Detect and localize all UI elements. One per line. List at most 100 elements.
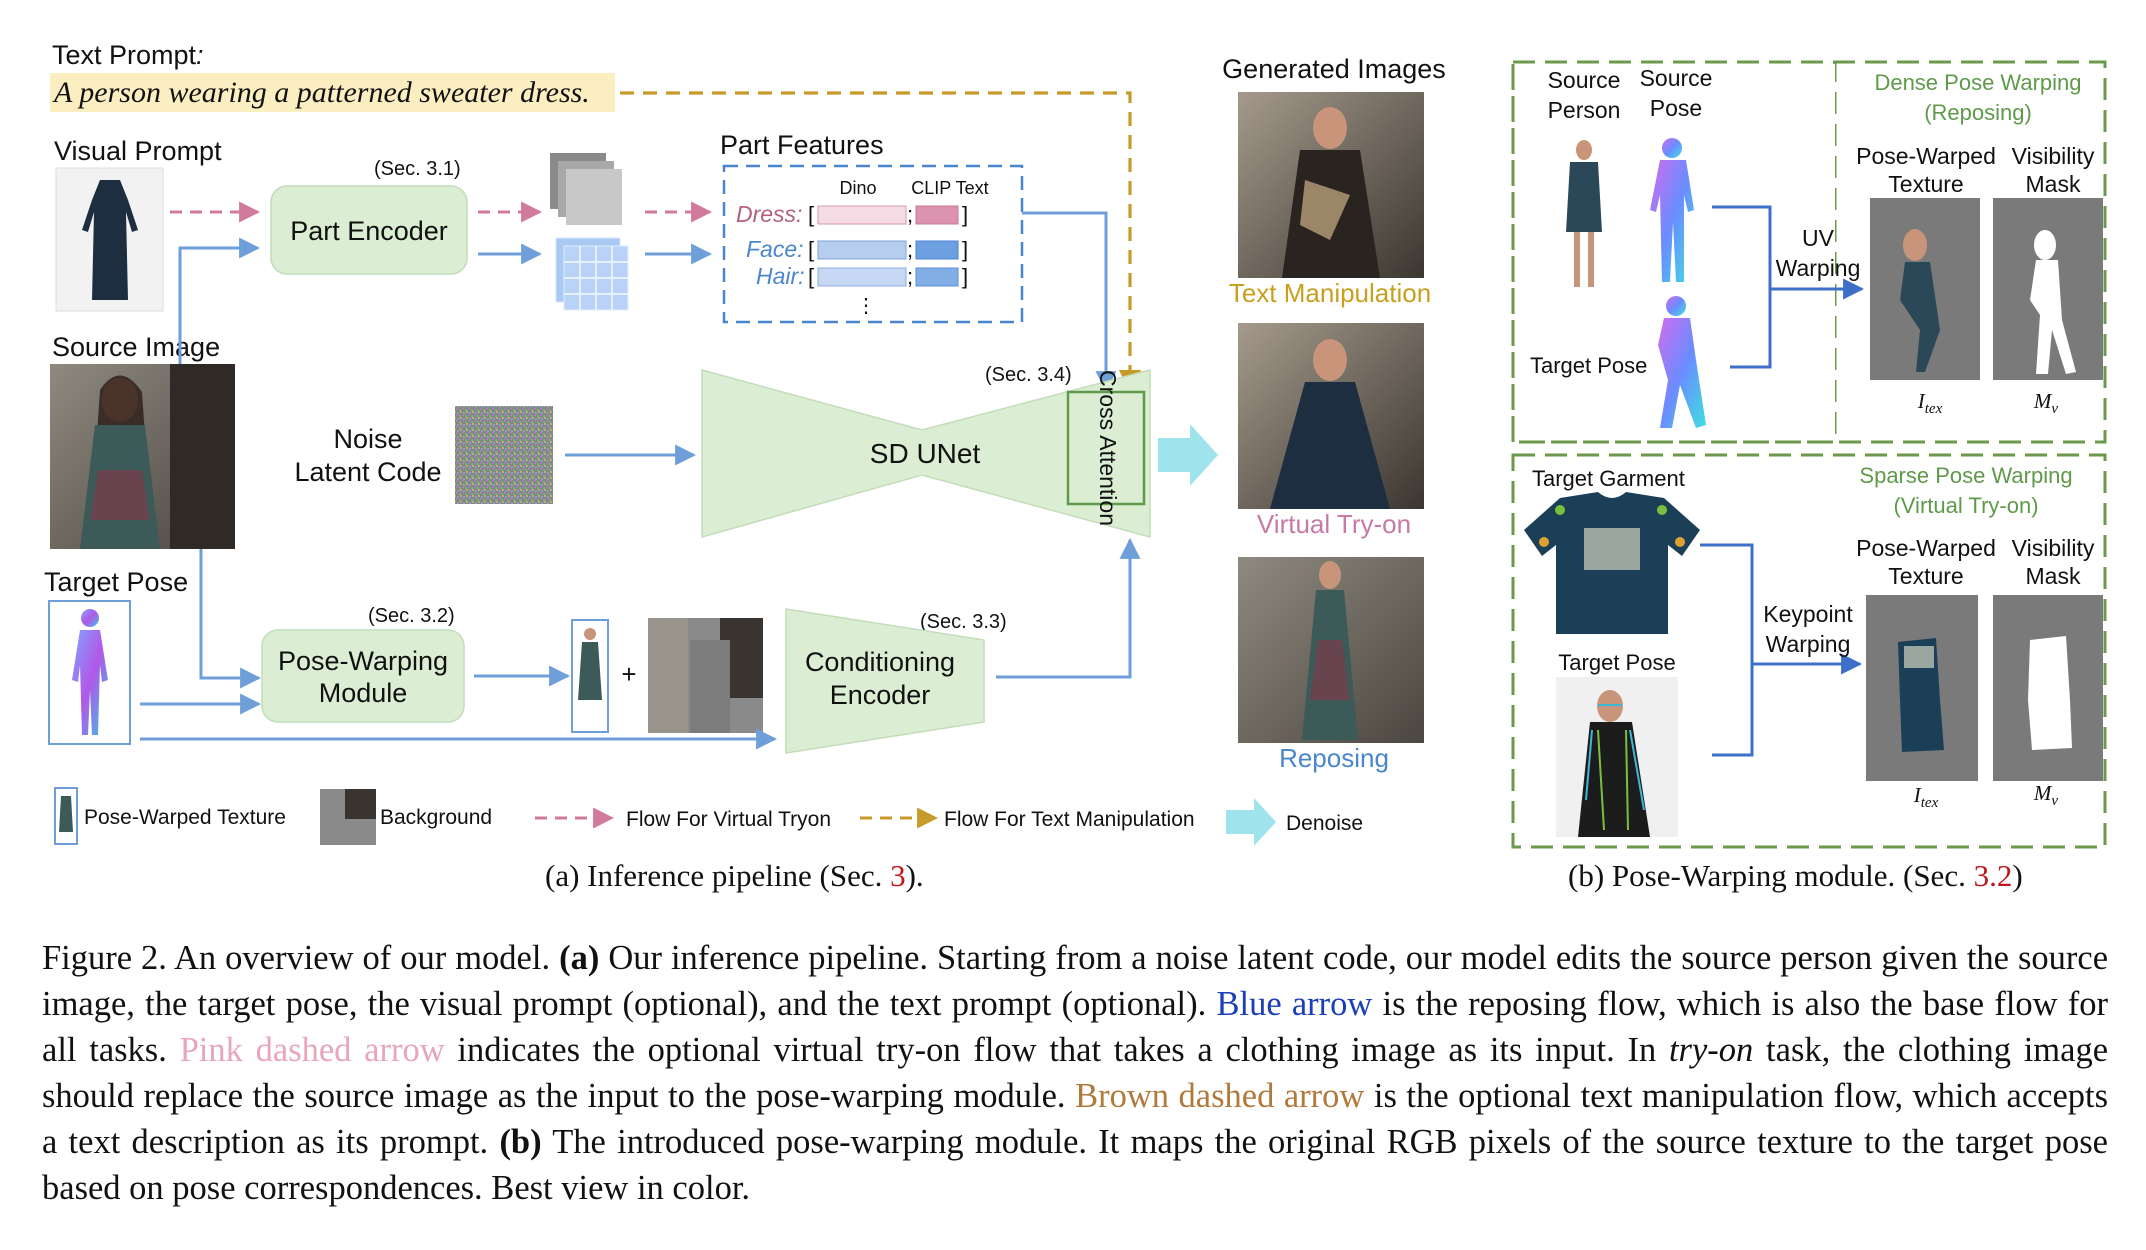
target-pose-label: Target Pose [44,567,188,597]
flow-features-to-attention [1022,211,1117,393]
generated-images-title: Generated Images [1222,54,1446,84]
generated-image-tryon [1238,323,1424,509]
generated-image-reposing [1238,557,1424,743]
subcaption-a-ref[interactable]: 3 [890,858,906,893]
row-face-label: Face: [746,236,804,262]
dense-pwt-2: Texture [1888,171,1963,197]
dense-source-person-2: Person [1548,97,1621,123]
uv-warping-2: Warping [1776,255,1861,281]
caption-pink-text: indicates the optional virtual try-on fl… [457,1031,1657,1069]
legend-denoise-label: Denoise [1286,812,1363,835]
row-hair-label: Hair: [756,263,805,289]
part-encoder-box [270,185,468,275]
dense-vm-2: Mask [2026,171,2081,197]
caption-b-text: The introduced pose-warping module. It m… [42,1123,2108,1207]
caption-blue-text: is the reposing flow, which is also the … [42,985,2108,1069]
sparse-title-2: (Virtual Try-on) [1893,493,2038,518]
dense-title-2: (Reposing) [1924,100,2032,125]
visual-prompt-image [55,167,164,312]
uv-warping-1: UV [1802,225,1835,251]
caption-b-label: (b) [499,1123,542,1161]
gen-text-manipulation-label: Text Manipulation [1229,278,1431,308]
col-clip: CLIP Text [911,178,988,198]
dense-title-1: Dense Pose Warping [1874,70,2081,95]
legend-background-icon [320,789,376,845]
pose-warped-texture-image [571,619,609,733]
unet-sec: (Sec. 3.4) [985,364,1072,386]
subcaption-a-end: ). [905,858,924,893]
unet-label: SD UNet [870,438,981,469]
pose-warping-label-1: Pose-Warping [278,646,448,676]
cond-enc-sec: (Sec. 3.3) [920,611,1007,633]
dense-source-person-1: Source [1548,67,1621,93]
sparse-pwt-1: Pose-Warped [1856,535,1996,561]
sparse-garment-image [1524,492,1700,634]
source-image [50,364,235,549]
dense-source-pose-2: Pose [1650,95,1702,121]
noise-latent-image [455,406,553,504]
keypoint-warping-1: Keypoint [1763,601,1853,627]
feature-vector-hair: [ ; ] [808,264,968,289]
svg-text:[: [ [808,237,814,262]
part-encoder-sec: (Sec. 3.1) [374,158,461,180]
dense-vm-1: Visibility [2012,143,2095,169]
sparse-itex-label: Itex [1913,783,1939,811]
svg-text:]: ] [962,202,968,227]
dense-target-pose-image [1658,296,1706,428]
cond-enc-label-2: Encoder [830,680,931,710]
sparse-target-pose-image [1556,677,1678,837]
svg-text:;: ; [907,237,913,262]
svg-text:;: ; [907,202,913,227]
dense-warped-texture-image [1870,198,1980,380]
dense-source-pose-1: Source [1640,65,1713,91]
legend-pose-warped-icon [54,787,78,845]
legend-background-label: Background [380,806,492,829]
legend-tryon-label: Flow For Virtual Tryon [626,808,831,831]
cross-attention-label: Cross Attention [1095,370,1121,526]
sparse-title-1: Sparse Pose Warping [1859,463,2072,488]
caption-tryon-italic: try-on [1668,1031,1754,1069]
denoise-arrow [1158,424,1218,486]
sparse-vm-2: Mask [2026,563,2081,589]
dense-pwt-1: Pose-Warped [1856,143,1996,169]
svg-text:;: ; [907,264,913,289]
subcaption-a: (a) Inference pipeline (Sec. 3). [545,858,924,894]
subcaption-b-ref[interactable]: 3.2 [1973,858,2013,893]
sparse-vm-1: Visibility [2012,535,2095,561]
dense-source-pose-image [1650,138,1694,282]
caption-a-text: Our inference pipeline. Starting from a … [42,939,2109,1023]
visual-prompt-label: Visual Prompt [54,136,222,166]
sparse-visibility-mask-image [1993,595,2103,781]
cond-enc-shape [785,608,985,754]
dense-bracket [1712,205,1772,369]
subcaption-b-text: (b) Pose-Warping module. (Sec. [1568,858,1966,893]
target-pose-image [48,600,131,745]
caption-tryon-text: task, the clothing image should replace … [42,1031,2109,1115]
dense-itex-label: Itex [1917,389,1943,417]
svg-text:[: [ [808,264,814,289]
text-prompt-value: A person wearing a patterned sweater dre… [52,76,590,109]
dense-target-pose-label: Target Pose [1530,353,1647,378]
sparse-target-pose-label: Target Pose [1558,650,1675,675]
generated-image-text [1238,92,1424,278]
caption-pink-arrow: Pink dashed arrow [179,1031,445,1069]
row-dress-label: Dress: [736,201,802,227]
legend-pose-warped-label: Pose-Warped Texture [84,806,286,829]
flow-blue-source-to-encoder [178,237,261,364]
legend-denoise-arrow [1226,798,1276,846]
row-ellipsis: ⋮ [856,295,876,317]
text-prompt-highlight [50,73,615,112]
caption-a-label: (a) [559,939,600,977]
dense-visibility-mask-image [1993,198,2103,380]
col-dino: Dino [839,178,876,198]
dense-source-person-image [1566,140,1602,287]
caption-brown-arrow: Brown dashed arrow [1075,1077,1365,1115]
subcaption-b: (b) Pose-Warping module. (Sec. 3.2) [1568,858,2023,894]
keypoint-warping-2: Warping [1766,631,1851,657]
sparse-bracket [1700,543,1754,757]
part-encoder-label: Part Encoder [290,216,448,246]
caption-fig-label: Figure 2. An overview of our model. [42,939,551,977]
plus-sign: + [621,659,636,689]
sparse-outer-box [1511,453,2107,849]
flow-cond-to-unet [996,537,1141,679]
